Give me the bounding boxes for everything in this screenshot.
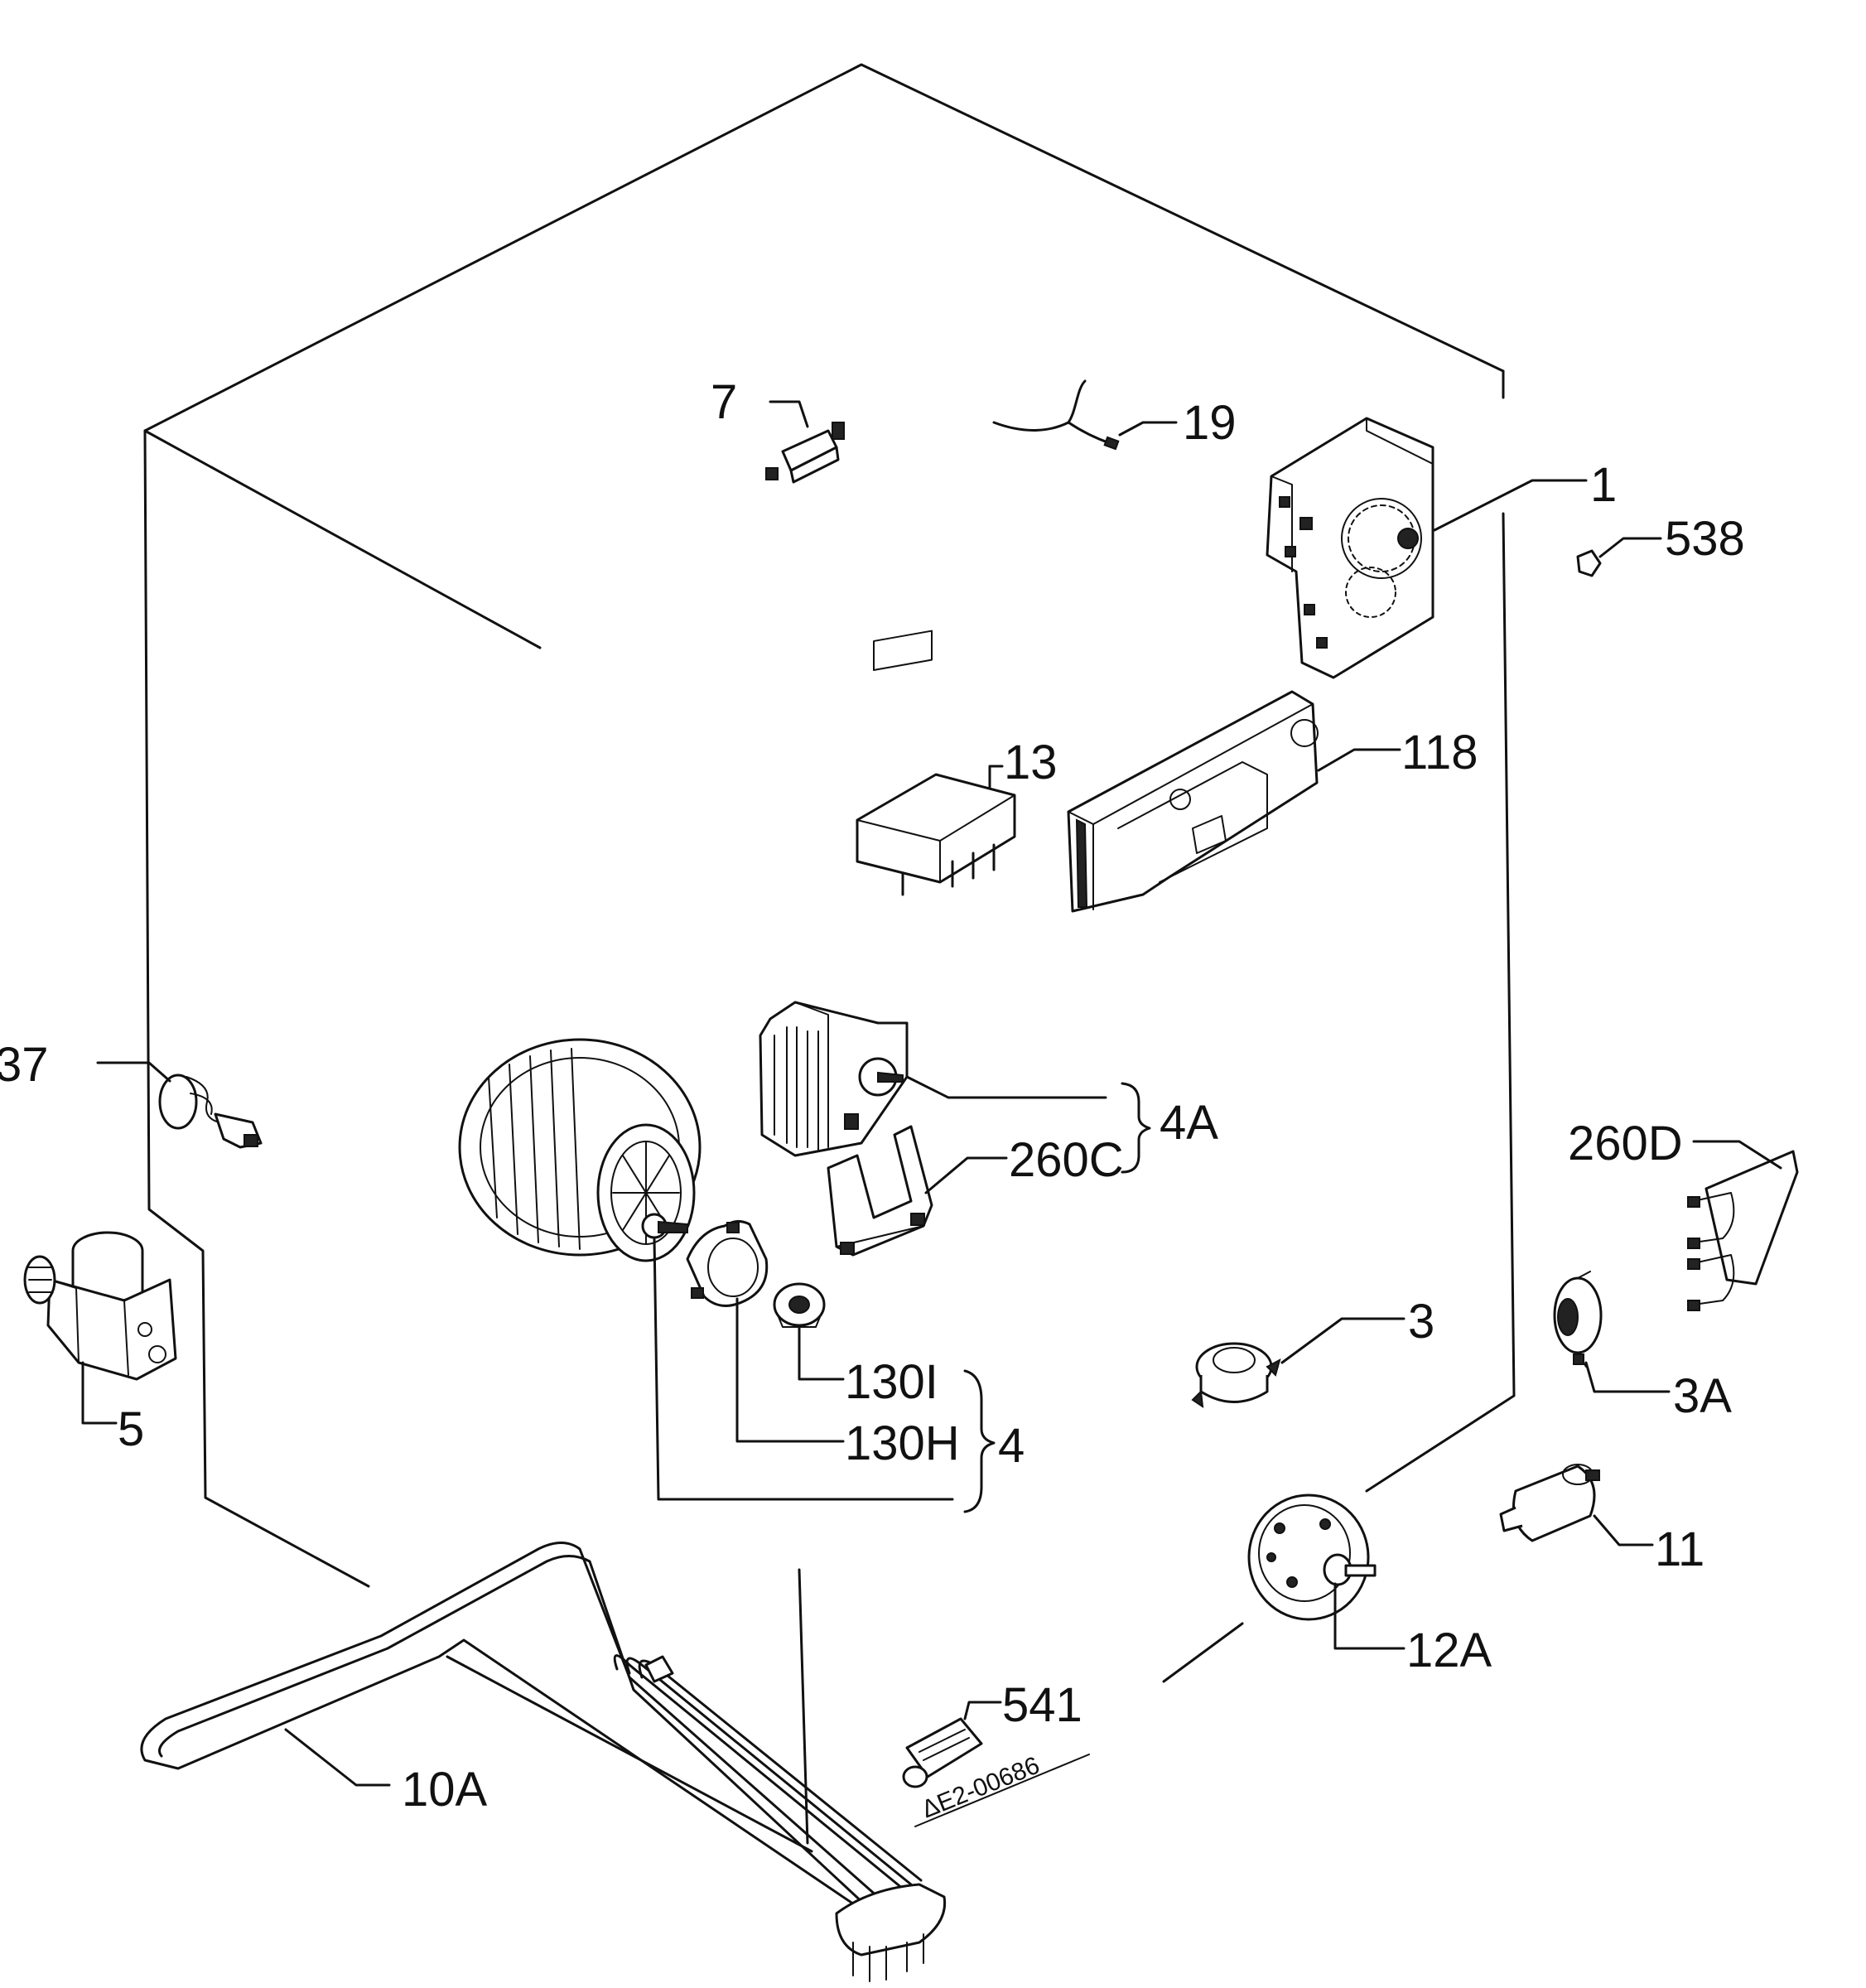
label-12A: 12A	[1406, 1624, 1492, 1677]
label-130I: 130I	[845, 1355, 938, 1409]
label-1: 1	[1590, 458, 1617, 512]
label-7: 7	[711, 375, 737, 429]
thermostat-part-3	[1191, 1342, 1281, 1409]
leader-10A	[284, 1728, 391, 1787]
leader-3	[1280, 1317, 1406, 1364]
label-13: 13	[1004, 736, 1058, 789]
selector-block-part-118	[1067, 690, 1319, 913]
leader-12A	[1333, 1582, 1406, 1650]
leader-11	[1593, 1514, 1654, 1546]
main-motor-part-4	[458, 1038, 702, 1262]
leader-4	[653, 1237, 954, 1501]
pressure-switch-part-12A	[1247, 1493, 1377, 1621]
leader-130I	[798, 1324, 845, 1381]
label-10A: 10A	[402, 1763, 488, 1817]
leader-1	[1433, 479, 1588, 532]
inlet-valve-part-5	[23, 1231, 177, 1381]
label-37: 37	[0, 1038, 49, 1092]
switch-part-7	[765, 422, 845, 484]
leader-5	[81, 1361, 118, 1425]
nut-part-538	[1576, 549, 1602, 577]
label-118: 118	[1401, 726, 1478, 779]
lock-part-37	[158, 1074, 263, 1149]
leader-541	[963, 1701, 1002, 1720]
sensor-wire-part-19	[992, 379, 1120, 451]
label-260D: 260D	[1568, 1117, 1683, 1170]
label-130H: 130H	[845, 1416, 960, 1470]
leader-260C	[924, 1156, 1008, 1194]
brace-4A	[1121, 1082, 1151, 1174]
leader-260D	[1692, 1140, 1782, 1170]
label-19: 19	[1183, 396, 1237, 450]
label-4: 4	[998, 1419, 1025, 1473]
cabinet-outline	[143, 63, 1516, 1853]
pump-motor-part-4A	[759, 1001, 909, 1157]
switch-block-part-13	[856, 630, 1016, 896]
label-541: 541	[1002, 1678, 1082, 1732]
brace-4	[963, 1369, 996, 1513]
label-3: 3	[1408, 1295, 1434, 1349]
leader-4A	[905, 1075, 1107, 1099]
leader-130H	[735, 1297, 845, 1443]
heating-element-part-10A	[140, 1542, 947, 1982]
fan-part-130H	[686, 1220, 769, 1307]
bracket-part-260C	[827, 1125, 933, 1257]
label-538: 538	[1665, 512, 1745, 566]
leader-37	[96, 1061, 171, 1083]
filter-part-11	[1499, 1464, 1600, 1542]
bushing-part-130I	[773, 1282, 826, 1328]
thermostat-part-3A	[1553, 1271, 1603, 1368]
label-4A: 4A	[1160, 1096, 1218, 1150]
timer-part-1	[1266, 417, 1434, 679]
leader-3A	[1584, 1361, 1671, 1393]
leader-19	[1118, 421, 1178, 437]
leader-118	[1317, 748, 1401, 772]
label-5: 5	[118, 1402, 144, 1456]
code-underline	[914, 1754, 1090, 1827]
bracket-part-260D	[1687, 1150, 1799, 1311]
leader-538	[1598, 537, 1662, 558]
label-11: 11	[1655, 1522, 1704, 1576]
leader-7	[769, 400, 809, 428]
label-260C: 260C	[1009, 1133, 1124, 1187]
label-3A: 3A	[1673, 1369, 1732, 1423]
leader-13	[988, 765, 1004, 789]
clip-part-541	[902, 1717, 983, 1788]
